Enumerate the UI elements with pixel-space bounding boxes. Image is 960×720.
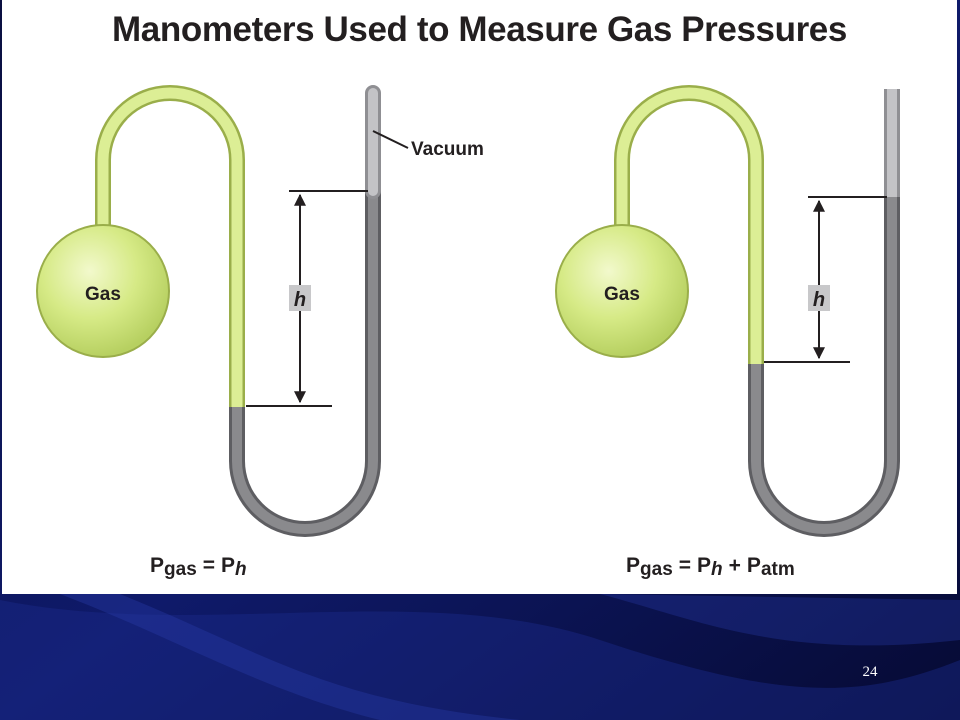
figure-title: Manometers Used to Measure Gas Pressures: [112, 10, 847, 49]
height-label-bg-right: [808, 285, 830, 311]
gas-bulb-left: [36, 224, 170, 358]
height-label-left: h: [294, 289, 306, 311]
bulb-label-left: Gas: [85, 284, 121, 305]
equation-closed-end: Pgas=Ph: [150, 554, 247, 580]
vacuum-leader-line: [372, 130, 409, 149]
mercury-column-left: [229, 191, 381, 537]
vacuum-label: Vacuum: [411, 139, 484, 160]
bulb-label-right: Gas: [604, 284, 640, 305]
slide-number: 24: [862, 664, 878, 680]
equation-open-end: Pgas=Ph+Patm: [626, 554, 795, 580]
height-label-right: h: [813, 289, 825, 311]
manometer-diagram: h Gas Vacuum Pgas=Ph h Gas: [36, 85, 900, 580]
closed-end-manometer: h Gas Vacuum Pgas=Ph: [36, 85, 484, 580]
height-label-bg-left: [289, 285, 311, 311]
gas-bulb-right: [555, 224, 689, 358]
open-end-manometer: h Gas Pgas=Ph+Patm: [555, 85, 900, 580]
figure-panel: Manometers Used to Measure Gas Pressures: [2, 0, 957, 594]
